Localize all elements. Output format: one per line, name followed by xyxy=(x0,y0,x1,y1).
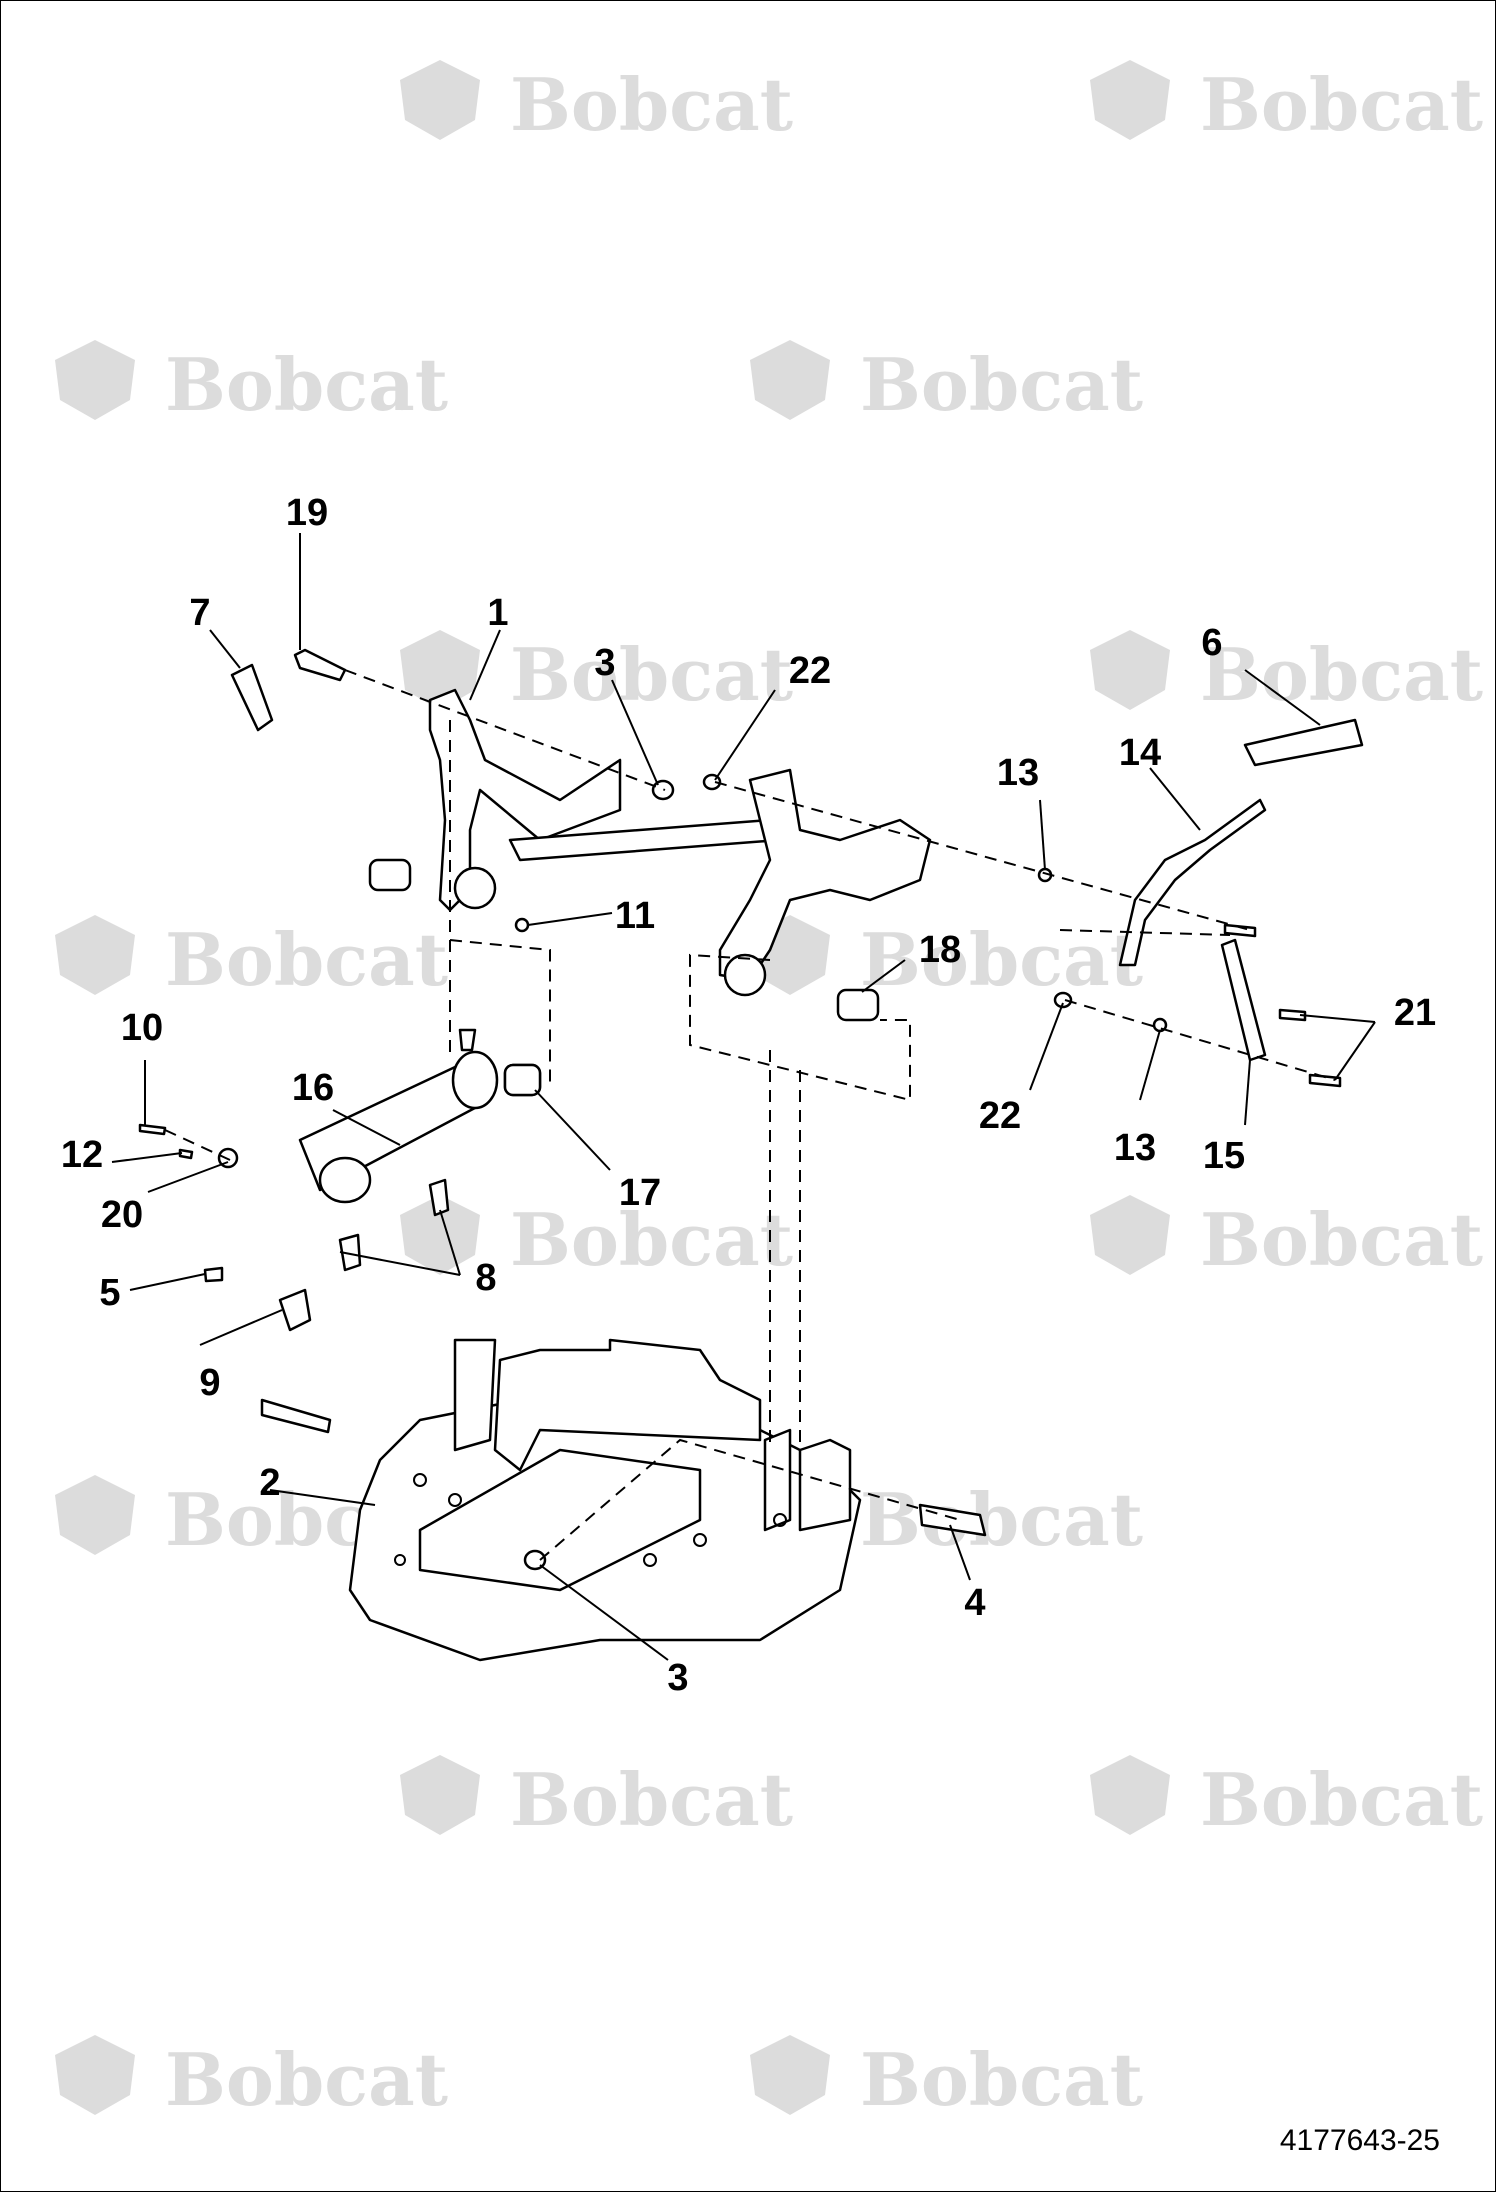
bolt-14-part xyxy=(1223,923,1257,938)
bobcat-logo-watermark-icon xyxy=(55,2035,135,2115)
watermark-registered-mark: ® xyxy=(1430,1253,1444,1269)
callout-13-lower: 13 xyxy=(1114,1127,1156,1169)
bolt-10-part xyxy=(138,1123,167,1136)
bolt-part xyxy=(293,648,347,682)
fitting-8-part xyxy=(428,1178,450,1217)
nut-11-part xyxy=(514,917,530,933)
watermark-text: Bobcat xyxy=(1200,62,1483,147)
watermark-text: Bobcat xyxy=(1200,1757,1483,1842)
watermark-text: Bobcat xyxy=(165,2037,448,2122)
callout-18: 18 xyxy=(919,929,961,971)
callout-4: 4 xyxy=(964,1582,985,1624)
watermark-text: Bobcat xyxy=(860,2037,1143,2122)
bolt-21b-part xyxy=(1308,1073,1342,1088)
watermark-registered-mark: ® xyxy=(1090,2093,1104,2109)
watermark-text: Bobcat xyxy=(1200,1197,1483,1282)
assembly-lines xyxy=(164,669,1336,1561)
bolt-21a-part xyxy=(1278,1008,1307,1022)
callout-2: 2 xyxy=(259,1462,280,1504)
watermark-registered-mark: ® xyxy=(740,688,754,704)
watermark-text: Bobcat xyxy=(510,1757,793,1842)
bobcat-logo-watermark-icon xyxy=(400,630,480,710)
fitting-8b-part xyxy=(338,1233,362,1272)
watermark-registered-mark: ® xyxy=(395,398,409,414)
spring-part xyxy=(230,663,274,732)
callout-15: 15 xyxy=(1203,1135,1245,1177)
callout-21: 21 xyxy=(1394,992,1436,1034)
watermark-registered-mark: ® xyxy=(1090,398,1104,414)
watermark-registered-mark: ® xyxy=(740,118,754,134)
watermark-registered-mark: ® xyxy=(740,1253,754,1269)
watermark-layer: Bobcat®Bobcat®Bobcat®Bobcat®Bobcat®Bobca… xyxy=(55,60,1483,2122)
bobcat-logo-watermark-icon xyxy=(1090,1755,1170,1835)
bobcat-logo-watermark-icon xyxy=(55,1475,135,1555)
callout-8: 8 xyxy=(475,1257,496,1299)
frame-weldment-part xyxy=(368,688,932,997)
watermark-registered-mark: ® xyxy=(1090,1533,1104,1549)
watermark-registered-mark: ® xyxy=(1430,118,1444,134)
callout-labels: 1 2 3 3 4 5 6 7 8 9 10 11 12 13 13 14 15… xyxy=(61,492,1436,1699)
bobcat-logo-watermark-icon xyxy=(55,915,135,995)
callout-19: 19 xyxy=(286,492,328,534)
callout-9: 9 xyxy=(199,1362,220,1404)
pin-part xyxy=(260,1398,332,1434)
bobcat-logo-watermark-icon xyxy=(750,340,830,420)
callout-10: 10 xyxy=(121,1007,163,1049)
nut-3-upper-part xyxy=(651,779,675,801)
bobcat-logo-watermark-icon xyxy=(400,1755,480,1835)
pedal-pad-part xyxy=(1243,718,1364,767)
callout-20: 20 xyxy=(101,1194,143,1236)
watermark-text: Bobcat xyxy=(860,1477,1143,1562)
bobcat-logo-watermark-icon xyxy=(55,340,135,420)
watermark-registered-mark: ® xyxy=(395,973,409,989)
callout-16: 16 xyxy=(292,1067,334,1109)
callout-6: 6 xyxy=(1201,622,1222,664)
callout-1: 1 xyxy=(487,592,508,634)
hydraulic-cylinder-part xyxy=(298,1028,542,1204)
watermark-text: Bobcat xyxy=(1200,632,1483,717)
drawing-number: 4177643-25 xyxy=(1280,2124,1440,2157)
nut-22-lower-part xyxy=(1053,991,1073,1009)
watermark-registered-mark: ® xyxy=(395,2093,409,2109)
callout-7: 7 xyxy=(189,592,210,634)
watermark-text: Bobcat xyxy=(165,342,448,427)
callout-5: 5 xyxy=(99,1272,120,1314)
bobcat-logo-watermark-icon xyxy=(1090,630,1170,710)
watermark-registered-mark: ® xyxy=(740,1813,754,1829)
fitting-9-part xyxy=(278,1288,312,1332)
pedal-link-part xyxy=(1118,798,1267,967)
watermark-text: Bobcat xyxy=(510,632,793,717)
callout-3-upper: 3 xyxy=(594,642,615,684)
control-link-part xyxy=(1220,938,1267,1062)
bobcat-logo-watermark-icon xyxy=(400,60,480,140)
callout-13-upper: 13 xyxy=(997,752,1039,794)
base-plate-part xyxy=(348,1338,862,1662)
watermark-registered-mark: ® xyxy=(1430,1813,1444,1829)
bobcat-logo-watermark-icon xyxy=(400,1195,480,1275)
callout-11: 11 xyxy=(615,895,655,937)
bobcat-logo-watermark-icon xyxy=(750,2035,830,2115)
bushing-17-part xyxy=(503,1063,542,1097)
callout-12: 12 xyxy=(61,1134,103,1176)
callout-22-lower: 22 xyxy=(979,1095,1021,1137)
fitting-5-part xyxy=(203,1266,224,1283)
bobcat-logo-watermark-icon xyxy=(1090,60,1170,140)
watermark-text: Bobcat xyxy=(860,917,1143,1002)
watermark-text: Bobcat xyxy=(860,342,1143,427)
bushing-18-part xyxy=(836,988,880,1022)
watermark-text: Bobcat xyxy=(510,1197,793,1282)
callout-14: 14 xyxy=(1119,732,1161,774)
bobcat-logo-watermark-icon xyxy=(1090,1195,1170,1275)
callout-17: 17 xyxy=(619,1172,661,1214)
callout-3-lower: 3 xyxy=(667,1657,688,1699)
watermark-text: Bobcat xyxy=(510,62,793,147)
watermark-registered-mark: ® xyxy=(1090,973,1104,989)
leader-lines xyxy=(111,533,1376,1661)
watermark-text: Bobcat xyxy=(165,917,448,1002)
watermark-registered-mark: ® xyxy=(1430,688,1444,704)
nut-3-lower-part xyxy=(523,1549,547,1571)
callout-22-upper: 22 xyxy=(789,650,831,692)
